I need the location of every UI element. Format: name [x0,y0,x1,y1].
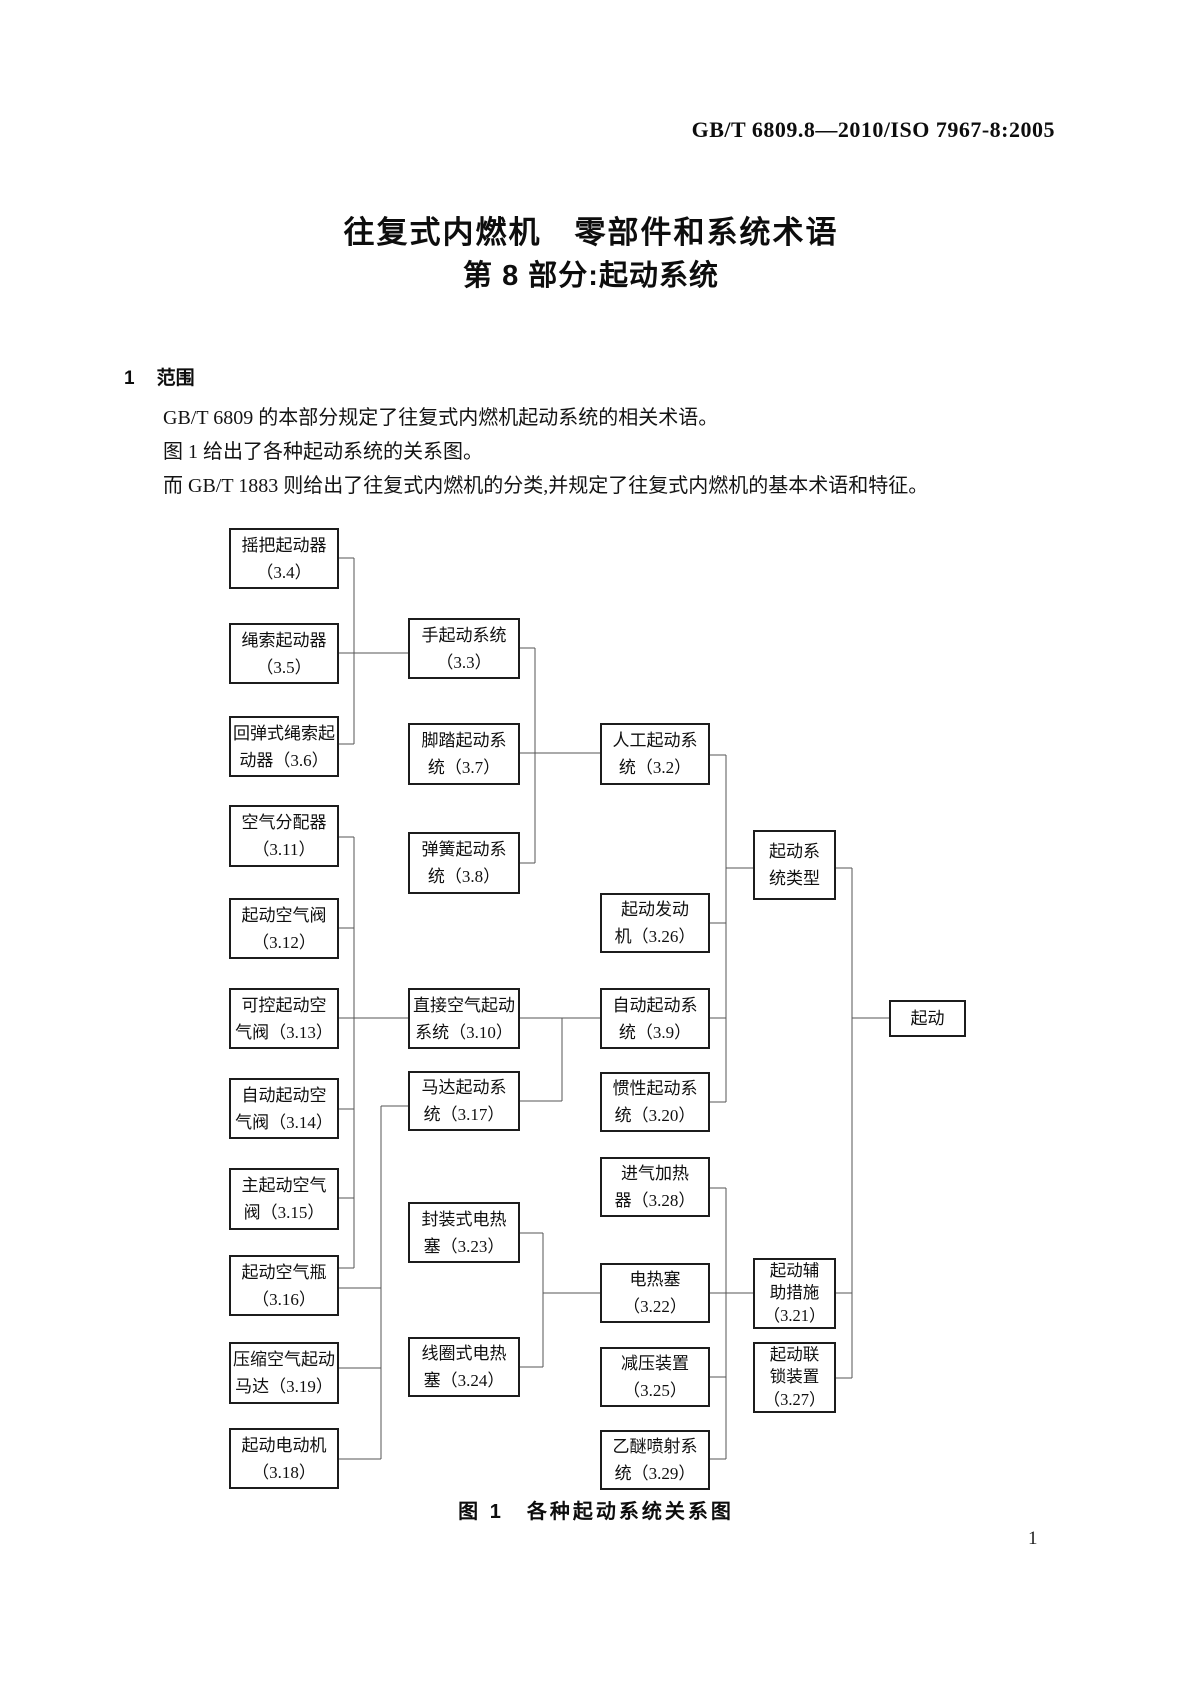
document-title: 往复式内燃机 零部件和系统术语 第 8 部分:起动系统 [0,212,1182,296]
node-automatic-starting-system-3-9: 自动起动系 统（3.9） [600,988,710,1049]
section-title: 范围 [156,368,195,389]
standard-code: GB/T 6809.8—2010/ISO 7967-8:2005 [691,117,1055,142]
node-compressed-air-motor-3-19: 压缩空气起动 马达（3.19） [229,1342,339,1404]
node-spring-starting-system-3-8: 弹簧起动系 统（3.8） [408,832,520,894]
node-recoil-rope-starter-3-6: 回弹式绳索起 动器（3.6） [229,716,339,777]
node-starting-aids-3-21: 起动辅 助措施 （3.21） [753,1258,836,1329]
node-intake-air-heater-3-28: 进气加热 器（3.28） [600,1157,710,1217]
node-hand-starting-system-3-3: 手起动系统 （3.3） [408,618,520,679]
node-starting-interlock-3-27: 起动联 锁装置 （3.27） [753,1342,836,1413]
node-starting-air-bottle-3-16: 起动空气瓶 （3.16） [229,1255,339,1316]
node-ether-injection-system-3-29: 乙醚喷射系 统（3.29） [600,1430,710,1490]
node-manual-starting-system-3-2: 人工起动系 统（3.2） [600,723,710,785]
node-motor-starting-system-3-17: 马达起动系 统（3.17） [408,1071,520,1131]
paragraph-scope: GB/T 6809 的本部分规定了往复式内燃机起动系统的相关术语。 [163,407,719,429]
node-automatic-starting-air-valve-3-14: 自动起动空 气阀（3.14） [229,1078,339,1139]
node-coil-glow-plug-3-24: 线圈式电热 塞（3.24） [408,1337,520,1397]
page-number: 1 [1028,1528,1038,1549]
paragraph-gbt1883: 而 GB/T 1883 则给出了往复式内燃机的分类,并规定了往复式内燃机的基本术… [163,474,929,497]
node-starting-system-types: 起动系 统类型 [753,830,836,900]
node-foot-starting-system-3-7: 脚踏起动系 统（3.7） [408,723,520,785]
node-starting-engine-3-26: 起动发动 机（3.26） [600,893,710,953]
section-heading: 1 范围 [124,363,195,390]
body-paragraphs: GB/T 6809 的本部分规定了往复式内燃机起动系统的相关术语。 图 1 给出… [121,402,1001,503]
figure-1-caption: 图 1 各种起动系统关系图 [458,1501,734,1523]
node-direct-air-starting-system-3-10: 直接空气起动 系统（3.10） [408,988,520,1049]
node-starting-air-valve-3-12: 起动空气阀 （3.12） [229,898,339,959]
paragraph-figure-ref: 图 1 给出了各种起动系统的关系图。 [163,440,483,463]
node-rope-starter-3-5: 绳索起动器 （3.5） [229,623,339,684]
node-controllable-starting-air-valve-3-13: 可控起动空 气阀（3.13） [229,988,339,1049]
document-title-line1: 往复式内燃机 零部件和系统术语 [343,215,839,250]
section-number: 1 [124,368,135,389]
node-crank-starter-3-4: 摇把起动器 （3.4） [229,528,339,589]
node-decompression-device-3-25: 减压装置 （3.25） [600,1347,710,1407]
node-inertia-starting-system-3-20: 惯性起动系 统（3.20） [600,1072,710,1132]
node-air-distributor-3-11: 空气分配器 （3.11） [229,805,339,867]
node-starting-electric-motor-3-18: 起动电动机 （3.18） [229,1428,339,1489]
document-title-line2: 第 8 部分:起动系统 [463,260,719,292]
node-main-starting-air-valve-3-15: 主起动空气 阀（3.15） [229,1168,339,1230]
node-start: 起动 [889,1000,966,1037]
node-glow-plug-3-22: 电热塞 （3.22） [600,1263,710,1323]
node-sheathed-glow-plug-3-23: 封装式电热 塞（3.23） [408,1202,520,1263]
